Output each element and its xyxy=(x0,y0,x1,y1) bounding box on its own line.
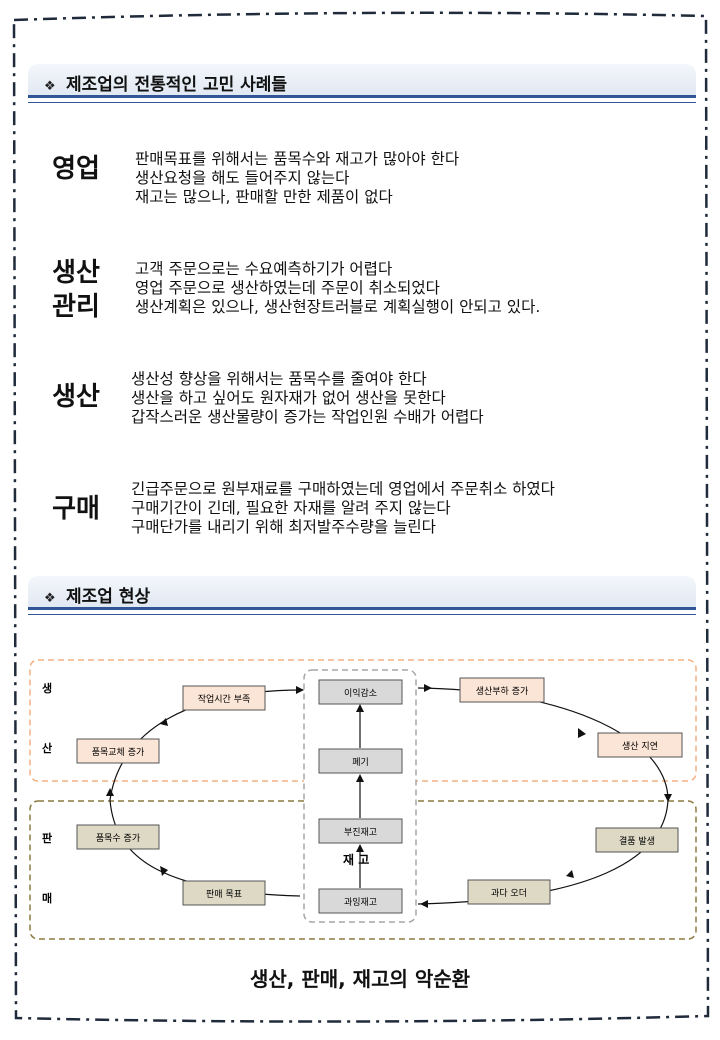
section-header-phenomenon: ❖ 제조업 현상 xyxy=(28,576,696,615)
category-label: 영업 xyxy=(52,154,100,184)
sales-label: 판 xyxy=(42,831,52,845)
production-label: 산 xyxy=(42,741,52,755)
concern-line: 재고는 많으나, 판매할 만한 제품이 없다 xyxy=(135,188,393,206)
concern-lines: 고객 주문으로는 수요예측하기가 어렵다 영업 주문으로 생산하였는데 주문이 … xyxy=(135,260,540,317)
loop-arrow xyxy=(106,788,114,796)
svg-text:폐기: 폐기 xyxy=(352,756,369,768)
svg-text:부진재고: 부진재고 xyxy=(344,827,377,838)
sales-label: 매 xyxy=(42,891,52,905)
svg-text:과잉재고: 과잉재고 xyxy=(344,896,377,908)
concern-lines: 판매목표를 위해서는 품목수와 재고가 많아야 한다 생산요청을 해도 들어주지… xyxy=(135,150,459,207)
section-title-concerns: 제조업의 전통적인 고민 사례들 xyxy=(66,75,288,95)
concern-line: 갑작스러운 생산물량이 증가는 작업인원 수배가 어렵다 xyxy=(131,408,484,426)
loop-arrow xyxy=(296,686,304,694)
svg-text:과다 오더: 과다 오더 xyxy=(491,888,527,899)
concern-line: 생산계획은 있으나, 생산현장트러블로 계획실행이 안되고 있다. xyxy=(135,298,541,316)
center-box: 과잉재고 xyxy=(318,888,403,914)
loop-box-shortage: 결품 발생 xyxy=(595,827,679,853)
production-label: 생 xyxy=(42,681,52,695)
center-box: 부진재고 xyxy=(318,818,403,844)
diamond-bullet-icon: ❖ xyxy=(44,591,56,606)
concern-line: 고객 주문으로는 수요예측하기가 어렵다 xyxy=(135,260,393,278)
loop-curve-left xyxy=(109,689,304,897)
loop-arrow xyxy=(578,728,586,738)
loop-box-work-time: 작업시간 부족 xyxy=(182,685,266,711)
section-header-concerns: ❖ 제조업의 전통적인 고민 사례들 xyxy=(28,64,696,103)
svg-text:생산부하 증가: 생산부하 증가 xyxy=(476,686,529,697)
concern-line: 생산성 향상을 위해서는 품목수를 줄여야 한다 xyxy=(131,370,427,388)
loop-arrow xyxy=(664,794,672,802)
category-label: 생산 관리 xyxy=(52,258,100,322)
svg-text:생산 지연: 생산 지연 xyxy=(622,741,658,752)
svg-text:이익감소: 이익감소 xyxy=(344,687,377,699)
svg-text:작업시간 부족: 작업시간 부족 xyxy=(198,694,251,705)
concern-line: 생산을 하고 싶어도 원자재가 없어 생산을 못한다 xyxy=(131,389,446,407)
center-box: 이익감소 xyxy=(318,679,403,705)
loop-box-sales-target: 판매 목표 xyxy=(182,880,266,906)
loop-arrow xyxy=(424,684,432,692)
category-label: 생산 xyxy=(52,382,100,412)
category-label: 구매 xyxy=(52,494,100,524)
concern-line: 긴급주문으로 원부재료를 구매하였는데 영업에서 주문취소 하였다 xyxy=(131,480,555,498)
concern-line: 구매기간이 긴데, 필요한 자재를 알려 주지 않는다 xyxy=(131,499,451,517)
loop-arrow xyxy=(420,900,428,908)
loop-curve-right xyxy=(417,687,669,905)
concern-lines: 긴급주문으로 원부재료를 구매하였는데 영업에서 주문취소 하였다 구매기간이 … xyxy=(131,480,555,537)
inventory-label: 재 고 xyxy=(343,853,369,867)
loop-box-over-order: 과다 오더 xyxy=(467,879,551,905)
loop-box-item-count: 품목수 증가 xyxy=(76,824,160,850)
concern-line: 판매목표를 위해서는 품목수와 재고가 많아야 한다 xyxy=(135,150,460,168)
concern-line: 구매단가를 내리기 위해 최저발주수량을 늘린다 xyxy=(131,518,436,536)
section-title-phenomenon: 제조업 현상 xyxy=(66,587,151,607)
diamond-bullet-icon: ❖ xyxy=(44,79,56,94)
concern-line: 생산요청을 해도 들어주지 않는다 xyxy=(135,169,350,187)
loop-box-delay: 생산 지연 xyxy=(597,732,683,758)
concern-line: 영업 주문으로 생산하였는데 주문이 취소되었다 xyxy=(135,279,440,297)
svg-text:품목수 증가: 품목수 증가 xyxy=(96,833,140,844)
loop-arrow xyxy=(160,866,168,876)
concern-lines: 생산성 향상을 위해서는 품목수를 줄여야 한다 생산을 하고 싶어도 원자재가… xyxy=(131,370,484,427)
svg-text:판매 목표: 판매 목표 xyxy=(206,889,242,900)
svg-text:품목교체 증가: 품목교체 증가 xyxy=(92,747,145,758)
loop-arrow xyxy=(566,870,574,878)
loop-box-item-change: 품목교체 증가 xyxy=(76,738,160,764)
loop-box-load-increase: 생산부하 증가 xyxy=(459,677,545,703)
loop-arrow xyxy=(160,718,168,726)
svg-text:결품 발생: 결품 발생 xyxy=(619,836,655,847)
diagram-caption: 생산, 판매, 재고의 악순환 xyxy=(249,967,471,991)
center-box: 폐기 xyxy=(318,748,403,774)
